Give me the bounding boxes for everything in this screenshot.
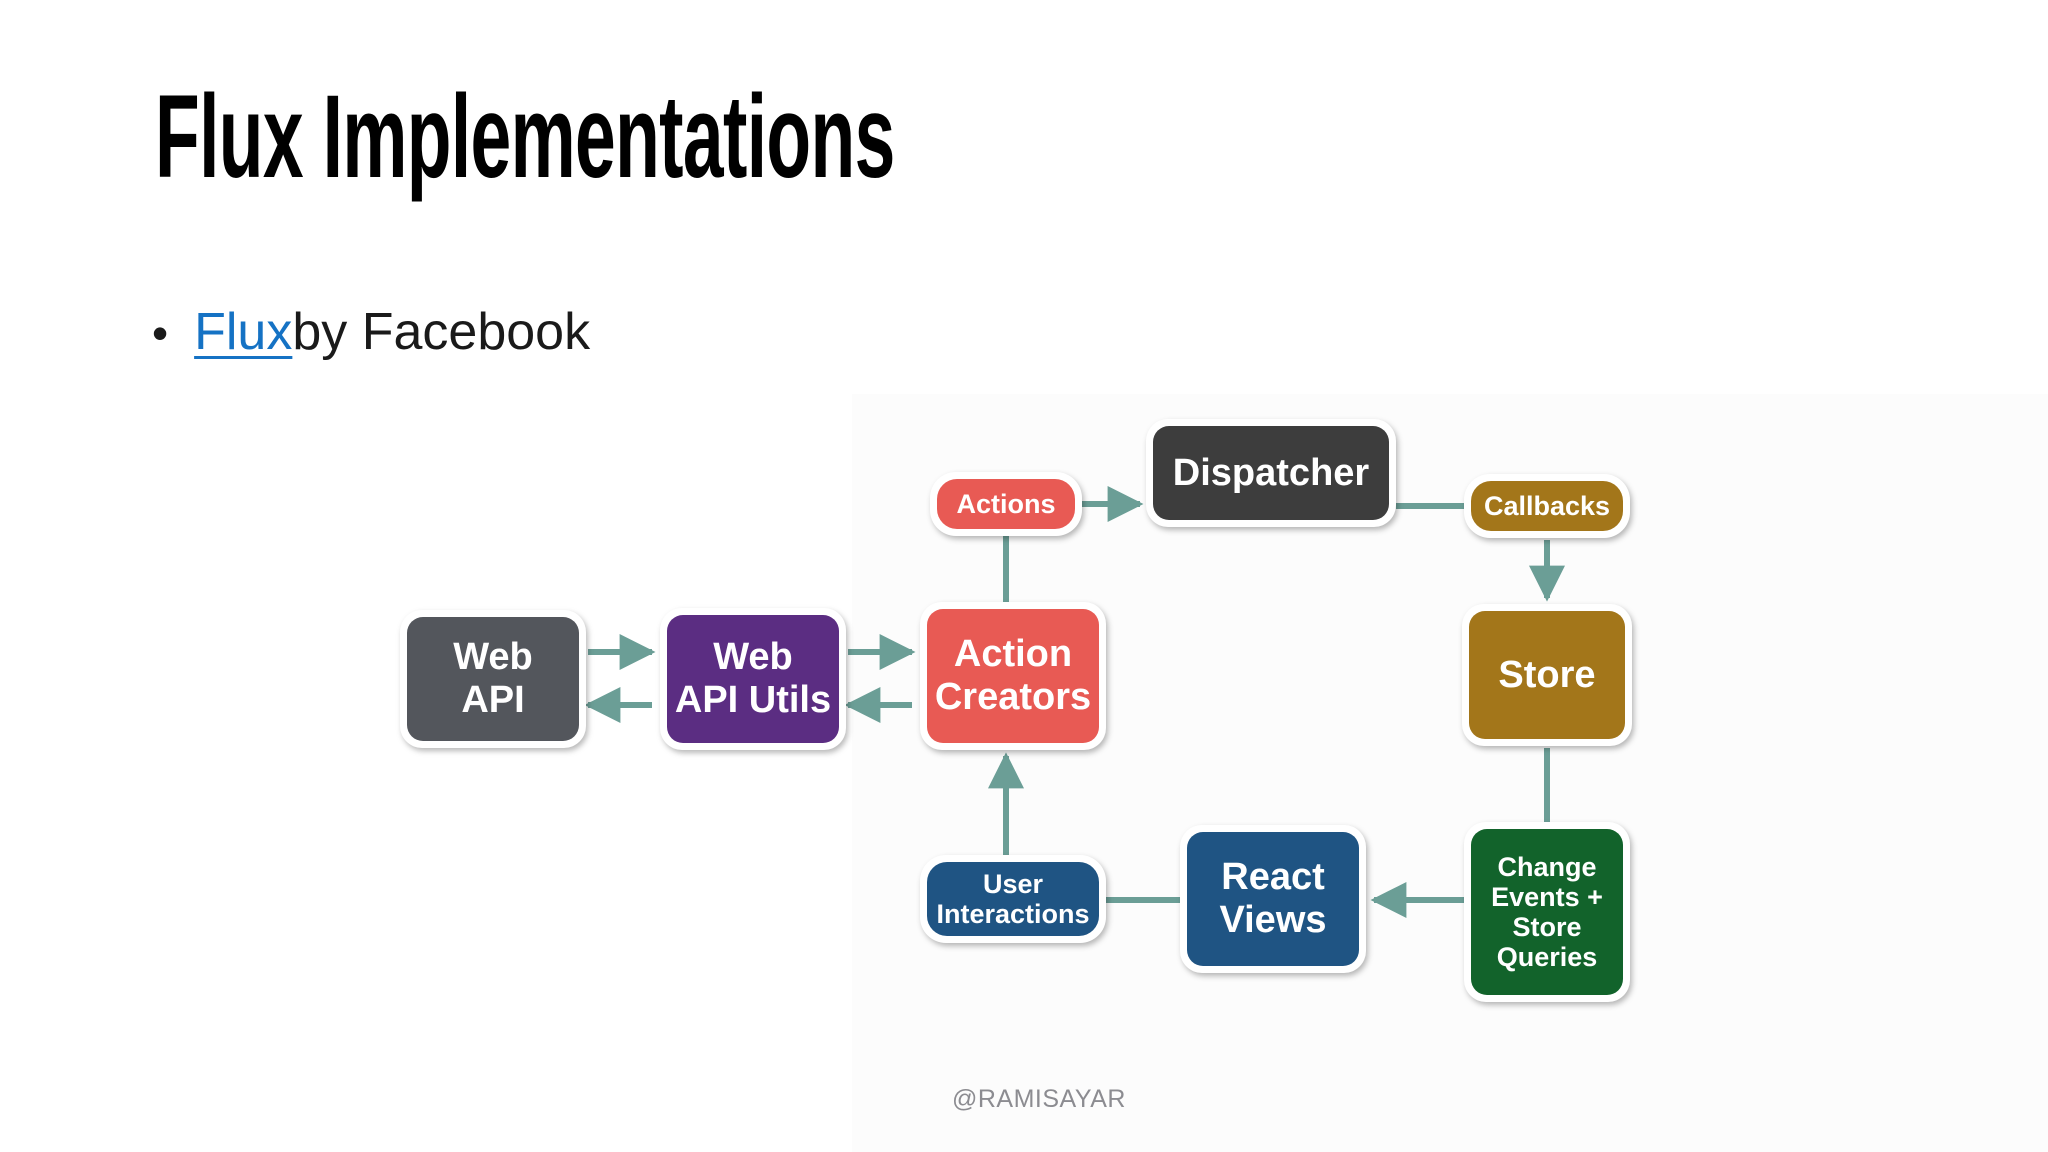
node-label-user-interactions-2: Interactions	[936, 899, 1090, 929]
node-label-action-creators-1: Action	[953, 633, 1073, 676]
node-label-react-views-1: React	[1221, 856, 1325, 899]
diagram-node-change-events[interactable]: Change Events + Store Queries	[1464, 822, 1630, 1002]
diagram-node-store[interactable]: Store	[1462, 604, 1632, 746]
node-label-action-creators-2: Creators	[934, 676, 1092, 718]
node-label-change-events-2: Events +	[1491, 881, 1603, 912]
node-label-change-events-4: Queries	[1496, 942, 1598, 973]
node-label-store: Store	[1498, 653, 1596, 696]
diagram-node-web-api[interactable]: Web API	[400, 610, 586, 748]
diagram-node-web-api-utils[interactable]: Web API Utils	[660, 608, 846, 750]
bullet-text-rest: by Facebook	[292, 303, 591, 361]
node-label-web-api-1: Web	[453, 636, 533, 679]
node-label-change-events-1: Change	[1497, 851, 1597, 882]
diagram-node-user-interactions[interactable]: User Interactions	[920, 855, 1106, 943]
node-label-web-api-utils-1: Web	[713, 636, 793, 679]
flux-link[interactable]: Flux	[194, 303, 293, 361]
diagram-node-actions[interactable]: Actions	[930, 472, 1082, 536]
bullet-item-flux: • Flux by Facebook	[152, 306, 590, 358]
diagram-node-dispatcher[interactable]: Dispatcher	[1146, 419, 1396, 527]
author-watermark: @RAMISAYAR	[952, 1085, 1126, 1113]
node-label-user-interactions-1: User	[982, 868, 1044, 899]
diagram-node-callbacks[interactable]: Callbacks	[1464, 474, 1630, 538]
page-title: Flux Implementations	[155, 71, 895, 203]
diagram-node-action-creators[interactable]: Action Creators	[920, 602, 1106, 750]
node-label-web-api-2: API	[461, 679, 525, 721]
node-label-actions: Actions	[956, 488, 1056, 519]
diagram-node-react-views[interactable]: React Views	[1180, 825, 1366, 973]
node-label-change-events-3: Store	[1512, 912, 1582, 942]
node-label-callbacks: Callbacks	[1483, 490, 1611, 521]
node-label-web-api-utils-2: API Utils	[674, 679, 832, 721]
node-label-react-views-2: Views	[1219, 899, 1327, 941]
bullet-marker: •	[152, 307, 169, 359]
node-label-dispatcher: Dispatcher	[1172, 451, 1370, 494]
